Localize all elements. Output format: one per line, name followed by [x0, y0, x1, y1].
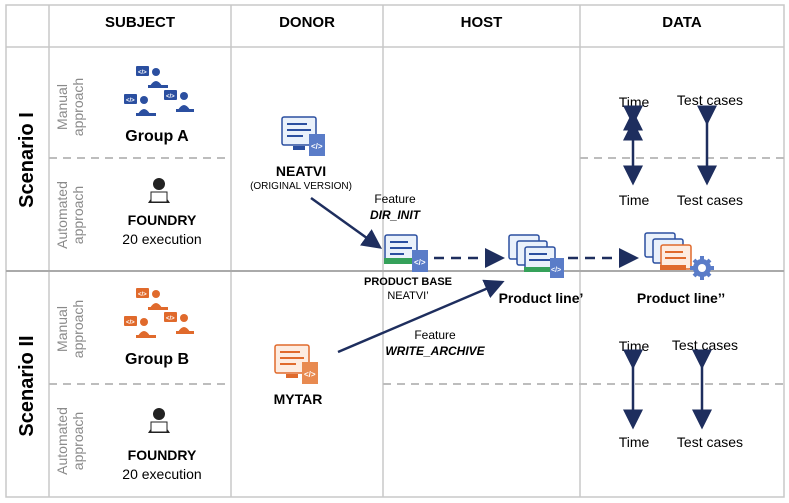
product-line-final-icon [644, 232, 714, 280]
svg-text:</>: </> [166, 316, 175, 322]
mytar-program-icon: </> [274, 344, 318, 384]
automation-user-icon [148, 408, 170, 433]
developer-group-a-icon: </> </> </> [124, 66, 194, 116]
donor-neatvi-version: (ORIGINAL VERSION) [250, 181, 352, 192]
header-subject: SUBJECT [104, 14, 175, 31]
s1-automated-time: Time [618, 192, 650, 208]
foundry-1-executions: 20 execution [122, 231, 202, 247]
svg-text:</>: </> [414, 258, 426, 267]
s1-manual-test-cases: Test cases [676, 92, 744, 108]
product-base-icon: </> [384, 234, 428, 272]
product-base-label: PRODUCT BASE [363, 276, 452, 288]
neatvi-program-icon: </> [281, 116, 325, 156]
header-donor: DONOR [279, 14, 335, 31]
group-b-label: Group B [125, 351, 189, 368]
s2-automated-test-cases: Test cases [676, 434, 744, 450]
svg-text:</>: </> [311, 142, 323, 151]
feature-2-name: WRITE_ARCHIVE [385, 344, 485, 358]
automation-user-icon [148, 178, 170, 203]
feature-2-label: Feature [414, 328, 456, 342]
svg-text:</>: </> [166, 94, 175, 100]
foundry-2-label: FOUNDRY [127, 447, 197, 463]
feature-1-label: Feature [374, 192, 416, 206]
svg-text:</>: </> [551, 267, 561, 274]
svg-text:</>: </> [304, 370, 316, 379]
product-line-icon: </> [508, 234, 564, 278]
foundry-1-label: FOUNDRY [127, 212, 197, 228]
svg-text:</>: </> [126, 98, 135, 104]
s1-automated-test-cases: Test cases [676, 192, 744, 208]
donor-neatvi-label: NEATVI [275, 163, 327, 179]
header-data: DATA [662, 14, 702, 31]
svg-text:</>: </> [138, 70, 147, 76]
header-host: HOST [460, 14, 503, 31]
product-line-final-label: Product line’’ [636, 290, 726, 306]
product-line-label: Product line’ [498, 290, 584, 306]
s2-manual-test-cases: Test cases [671, 337, 739, 353]
s2-automated-time: Time [618, 434, 650, 450]
developer-group-b-icon: </> </> </> [124, 288, 194, 338]
product-base-name: NEATVI’ [387, 290, 429, 302]
svg-text:</>: </> [126, 320, 135, 326]
donor-mytar-label: MYTAR [273, 391, 323, 407]
svg-text:</>: </> [138, 292, 147, 298]
feature-1-name: DIR_INIT [369, 208, 420, 222]
group-a-label: Group A [125, 128, 189, 145]
foundry-2-executions: 20 execution [122, 466, 202, 482]
